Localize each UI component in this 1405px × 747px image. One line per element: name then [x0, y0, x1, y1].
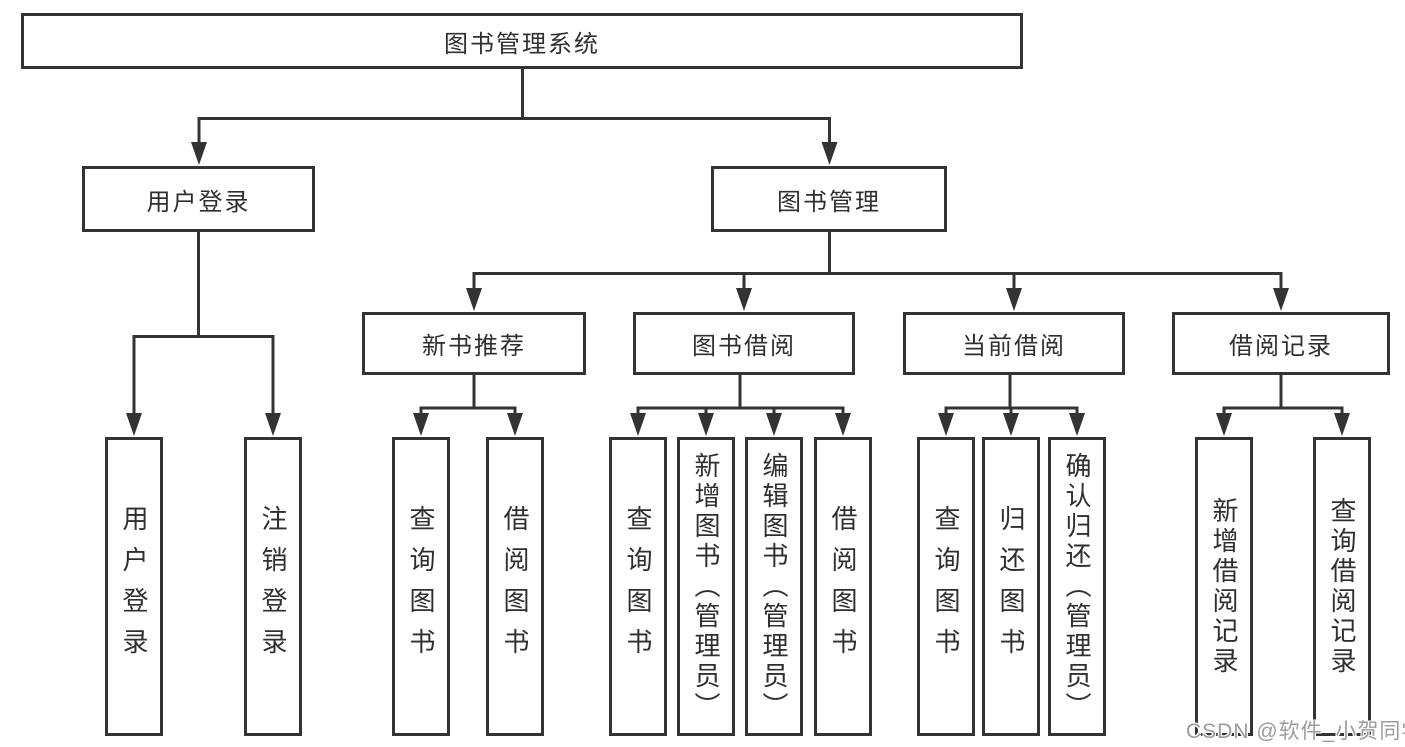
node-current-borrow: 当前借阅: [903, 312, 1125, 375]
leaf-current-return-book: 归还图书: [982, 437, 1040, 736]
leaf-label: 新增图书（管理员）: [691, 451, 721, 722]
leaf-user-login: 用户登录: [105, 437, 163, 736]
leaf-label: 新增借阅记录: [1209, 496, 1239, 677]
leaf-label: 查询图书: [931, 504, 961, 669]
connector-lines: [132, 69, 1344, 416]
node-book-borrow: 图书借阅: [633, 312, 855, 375]
leaf-label: 用户登录: [119, 504, 149, 669]
leaf-label: 注销登录: [258, 504, 288, 669]
leaf-label: 编辑图书（管理员）: [759, 451, 789, 722]
leaf-logout: 注销登录: [244, 437, 302, 736]
leaf-borrow-add-book-admin: 新增图书（管理员）: [677, 437, 735, 736]
leaf-recommend-query-book: 查询图书: [392, 437, 450, 736]
csdn-watermark: CSDN @软件_小贺同学: [1186, 720, 1405, 743]
node-book-management: 图书管理: [711, 166, 947, 232]
leaf-recommend-borrow-book: 借阅图书: [486, 437, 544, 736]
leaf-borrow-borrow-book: 借阅图书: [814, 437, 872, 736]
leaf-label: 归还图书: [996, 504, 1026, 669]
node-root-library-management-system: 图书管理系统: [21, 13, 1023, 69]
leaf-label: 查询图书: [406, 504, 436, 669]
leaf-current-query-book: 查询图书: [917, 437, 975, 736]
leaf-borrow-edit-book-admin: 编辑图书（管理员）: [745, 437, 803, 736]
leaf-borrow-query-book: 查询图书: [609, 437, 667, 736]
leaf-label: 确认归还（管理员）: [1062, 451, 1092, 722]
leaf-record-query-borrow-record: 查询借阅记录: [1313, 437, 1371, 736]
leaf-label: 查询借阅记录: [1327, 496, 1357, 677]
leaf-label: 查询图书: [623, 504, 653, 669]
connector-arrowheads: [126, 142, 1350, 436]
leaf-record-add-borrow-record: 新增借阅记录: [1195, 437, 1253, 736]
node-borrow-record: 借阅记录: [1172, 312, 1390, 375]
leaf-current-confirm-return-admin: 确认归还（管理员）: [1048, 437, 1106, 736]
node-user-login: 用户登录: [82, 166, 315, 232]
node-new-book-recommend: 新书推荐: [362, 312, 586, 375]
leaf-label: 借阅图书: [500, 504, 530, 669]
leaf-label: 借阅图书: [828, 504, 858, 669]
